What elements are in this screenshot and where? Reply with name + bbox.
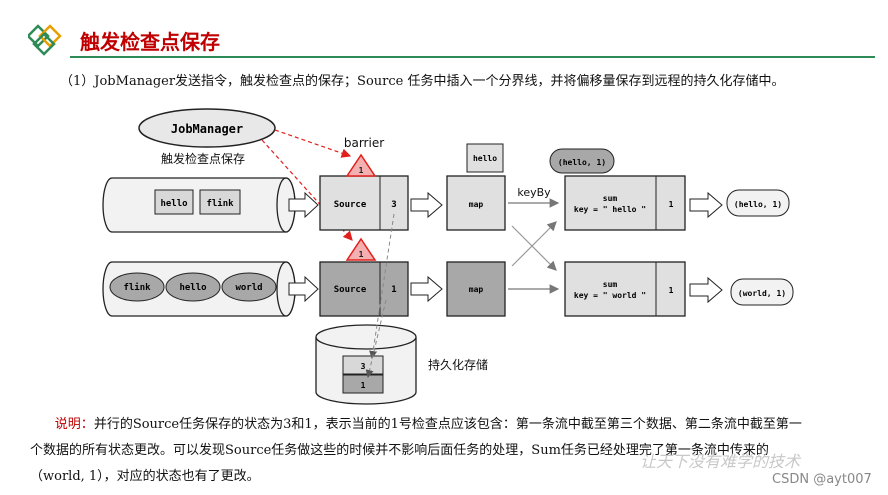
checkpoint-diagram: JobManager 触发检查点保存 barrier hello flink f… [102, 108, 794, 405]
csdn-watermark: CSDN @ayt007 [772, 472, 872, 487]
sum-floating-record [549, 148, 615, 174]
persistent-storage: 3 1 [315, 324, 417, 405]
watermark-text: 让天下没有难学的技术 [640, 452, 801, 471]
offset-save-arrow [365, 299, 387, 378]
keyby-arrow [511, 225, 557, 271]
barrier-label: barrier [344, 136, 384, 150]
source1-offset: 3 [391, 200, 396, 210]
note-text: 并行的Source任务保存的状态为3和1，表示当前的1号检查点应该包含：第一条流… [93, 417, 802, 432]
stream2-item: world [235, 283, 262, 293]
sum1-key: key = " hello " [574, 205, 646, 214]
storage-value: 3 [361, 362, 366, 371]
storage-label: 持久化存储 [428, 357, 488, 372]
block-arrow [288, 275, 319, 303]
source1-task: Source 3 [319, 175, 409, 231]
sum1-output-record [726, 189, 790, 217]
block-arrow [689, 191, 723, 219]
stream1-item: hello [160, 199, 187, 209]
map1-task [446, 175, 506, 231]
note-lead: 说明： [54, 417, 94, 432]
note-line: （world, 1），对应的状态也有了更改。 [30, 469, 260, 484]
sum2-value: 1 [669, 286, 674, 295]
barrier-triangle-1: 1 [345, 153, 377, 177]
sum2-label: sum [603, 280, 618, 289]
map-floating-label: hello [473, 154, 497, 163]
title-divider [70, 56, 875, 58]
stream2-item: flink [123, 282, 151, 293]
block-arrow [410, 191, 443, 219]
stream2-item: hello [179, 283, 206, 293]
jobmanager-node: JobManager [138, 108, 276, 148]
source1-label: Source [334, 200, 367, 210]
page-title: 触发检查点保存 [80, 30, 220, 54]
diamond-logo-icon [28, 24, 62, 56]
keyby-label: keyBy [517, 186, 551, 199]
explanation-note: 说明：并行的Source任务保存的状态为3和1，表示当前的1号检查点应该包含：第… [30, 412, 840, 490]
note-line: 个数据的所有状态更改。可以发现Source任务做这些的时候并不影响后面任务的处理… [30, 443, 769, 458]
block-arrow [689, 276, 723, 304]
barrier-triangle-2: 1 [345, 237, 377, 261]
sum2-output-label: (world, 1) [738, 289, 786, 298]
jobmanager-label: JobManager [171, 122, 243, 136]
sum1-task: sum key = " hello " 1 [564, 175, 686, 231]
trigger-label: 触发检查点保存 [161, 151, 245, 166]
stream1-cylinder: hello flink [102, 177, 296, 233]
barrier-number: 1 [359, 250, 364, 259]
sum1-value: 1 [669, 200, 674, 209]
source2-task: Source 1 [319, 261, 409, 317]
section-header: 触发检查点保存 [0, 0, 888, 70]
map2-task [446, 261, 506, 317]
offset-save-arrow [369, 213, 395, 359]
stream2-cylinder: flink hello world [102, 261, 296, 317]
sum2-task: sum key = " world " 1 [564, 261, 686, 317]
barrier-number: 1 [359, 166, 364, 175]
map2-label: map [469, 285, 484, 294]
sum1-output-label: (hello, 1) [734, 200, 782, 209]
stream1-item: flink [206, 198, 234, 209]
storage-value: 1 [361, 381, 366, 390]
trigger-arrow-1 [274, 129, 352, 158]
source2-offset: 1 [391, 285, 396, 295]
sum-floating-label: (hello, 1) [558, 158, 606, 167]
sum1-label: sum [603, 194, 618, 203]
keyby-arrow [511, 221, 557, 267]
map-floating-record [466, 143, 504, 173]
source2-label: Source [334, 285, 367, 295]
block-arrow [288, 191, 319, 219]
note-line: 说明：并行的Source任务保存的状态为3和1，表示当前的1号检查点应该包含：第… [30, 412, 840, 438]
sum2-key: key = " world " [574, 291, 646, 300]
sum2-output-record [730, 278, 794, 306]
map1-label: map [469, 200, 484, 209]
block-arrow [410, 275, 443, 303]
intro-text: （1）JobManager发送指令，触发检查点的保存；Source 任务中插入一… [60, 74, 785, 89]
